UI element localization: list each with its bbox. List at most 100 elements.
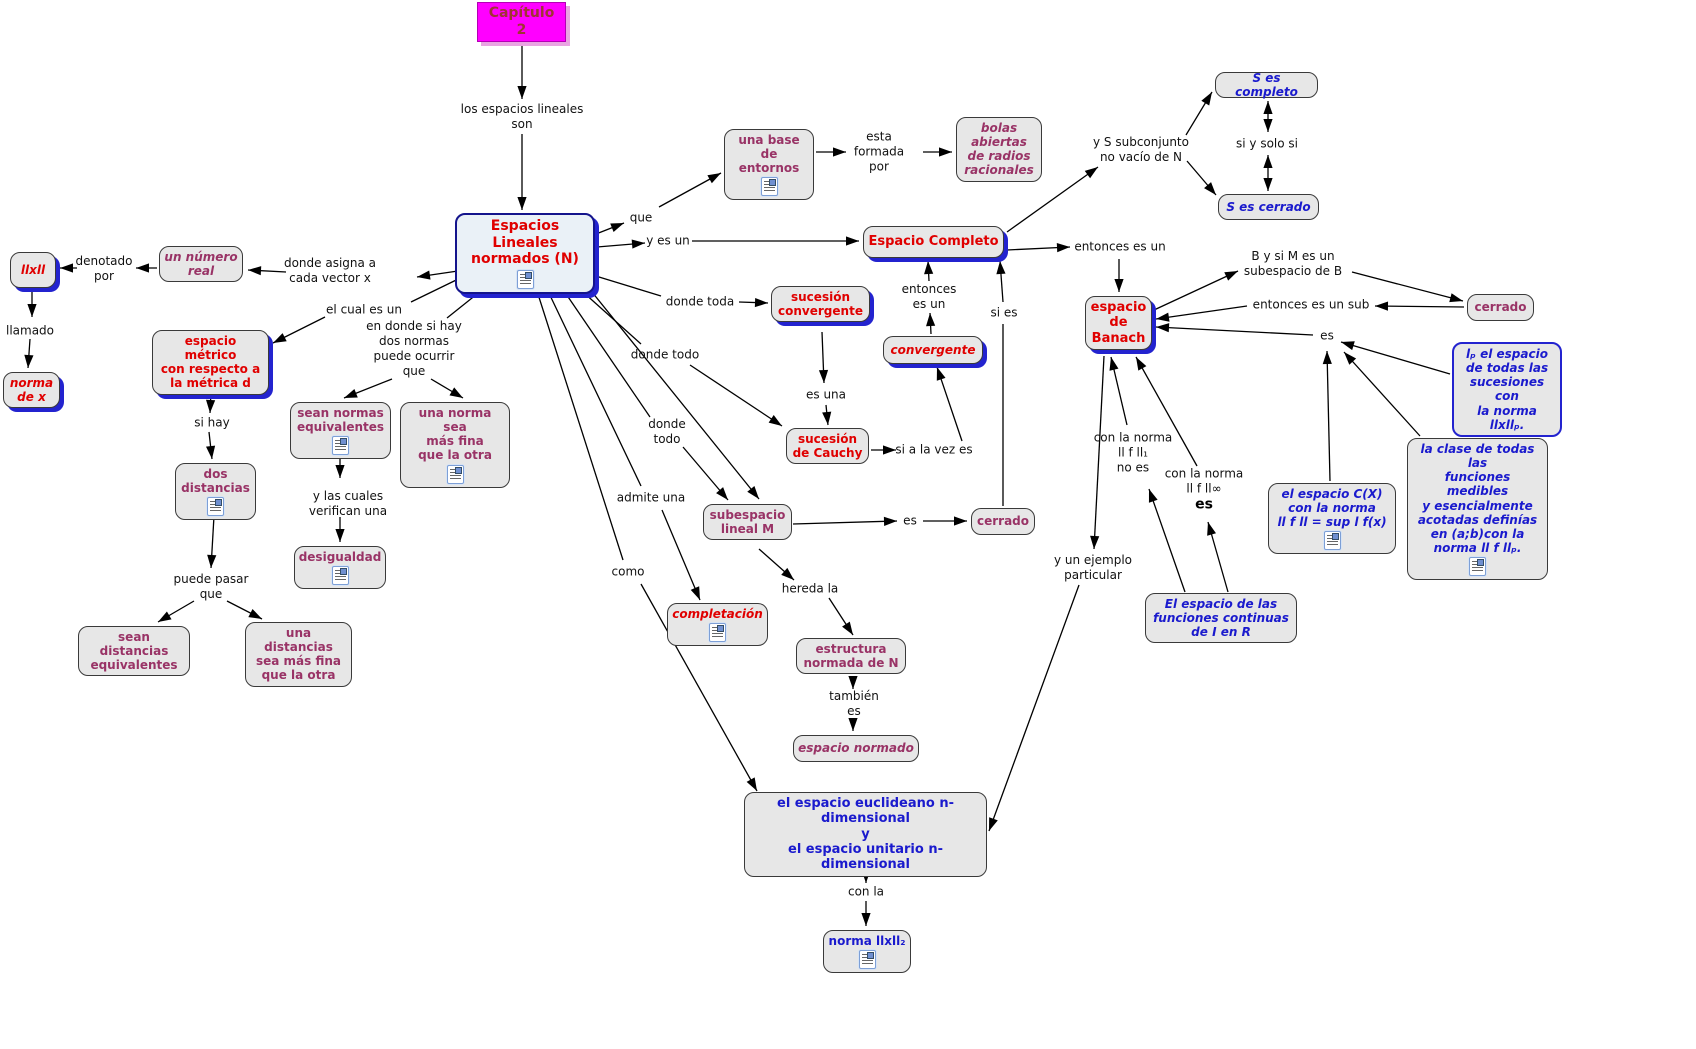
node-text: estructura normada de N [803, 642, 899, 671]
node-convergente[interactable]: convergente [883, 336, 983, 364]
node-una-norma-mas-fina[interactable]: una norma sea más fina que la otra [400, 402, 510, 488]
node-espacio-completo[interactable]: Espacio Completo [863, 226, 1004, 258]
link-label-y-un-ejemplo: y un ejemplo particular [1053, 553, 1133, 582]
node-norma-llxll2[interactable]: norma llxll₂ [823, 930, 911, 974]
node-bolas-abiertas[interactable]: bolas abiertas de radios racionales [956, 117, 1042, 182]
node-text: un número real [164, 250, 238, 279]
link-label-y-s-subconjunto: y S subconjunto no vacío de N [1093, 135, 1189, 164]
link-label-es-una: es una [805, 387, 847, 402]
node-text: cerrado [1474, 300, 1527, 315]
node-s-es-completo[interactable]: S es completo [1215, 70, 1318, 99]
node-una-base-de-entornos[interactable]: una base de entornos [724, 129, 814, 201]
resource-icon[interactable] [446, 464, 464, 484]
resource-icon[interactable] [1469, 557, 1486, 577]
node-text: una norma sea más fina que la otra [418, 406, 492, 463]
node-espacio-euclideano-unitario[interactable]: el espacio euclideano n-dimensional y el… [744, 792, 987, 877]
node-espacio-de-banach[interactable]: espacio de Banach [1085, 296, 1152, 350]
resource-icon[interactable] [331, 566, 349, 586]
node-completacion[interactable]: completación [667, 603, 768, 647]
node-norma-de-x[interactable]: norma de x [3, 372, 60, 409]
node-text: norma llxll₂ [828, 934, 906, 948]
node-text: norma de x [9, 376, 54, 405]
node-llxll[interactable]: llxll [10, 252, 56, 288]
link-label-esta-formada-por: esta formada por [853, 129, 905, 174]
node-text: espacio de Banach [1090, 300, 1147, 346]
node-subespacio-lineal-m[interactable]: subespacio lineal M [703, 504, 792, 541]
node-text: subespacio lineal M [709, 508, 786, 537]
node-text: bolas abiertas de radios racionales [964, 121, 1034, 178]
node-lp-espacio-sucesiones[interactable]: lₚ el espacio de todas las sucesiones co… [1452, 342, 1562, 437]
link-label-con-la-norma-inf: con la norma ll f ll∞ es [1165, 451, 1244, 529]
link-label-donde-todo-2: donde todo [648, 417, 686, 446]
node-espacio-cx[interactable]: el espacio C(X) con la norma ll f ll = s… [1268, 483, 1396, 555]
node-text: S es cerrado [1226, 199, 1311, 214]
node-text: Espacio Completo [868, 234, 999, 250]
node-text: dos distancias [181, 467, 250, 496]
link-label-donde-toda: donde toda [665, 294, 735, 309]
node-text: sean normas equivalentes [296, 406, 385, 435]
node-espacio-normado[interactable]: espacio normado [793, 735, 919, 762]
node-capitulo-2[interactable]: Capítulo 2 [477, 2, 566, 42]
link-label-entonces-es-un-1: entonces es un [901, 282, 957, 311]
node-sucesion-de-cauchy[interactable]: sucesión de Cauchy [786, 428, 869, 465]
link-label-b-y-si-m: B y si M es un subespacio de B [1243, 249, 1343, 278]
link-label-si-hay: si hay [194, 415, 230, 430]
node-desigualdad[interactable]: desigualdad [294, 546, 386, 590]
node-text: una base de entornos [738, 133, 800, 176]
node-una-distancias-mas-fina[interactable]: una distancias sea más fina que la otra [245, 622, 352, 687]
node-s-es-cerrado[interactable]: S es cerrado [1218, 194, 1319, 220]
resource-icon[interactable] [207, 497, 224, 517]
resource-icon[interactable] [760, 177, 778, 197]
node-dos-distancias[interactable]: dos distancias [175, 463, 256, 521]
node-funciones-continuas[interactable]: El espacio de las funciones continuas de… [1145, 593, 1297, 644]
resource-icon[interactable] [709, 623, 726, 643]
node-sean-distancias-equivalentes[interactable]: sean distancias equivalentes [78, 626, 190, 677]
node-text: lₚ el espacio de todas las sucesiones co… [1465, 347, 1549, 432]
link-label-es-bold: es [1195, 496, 1213, 513]
resource-icon[interactable] [516, 269, 534, 289]
node-espacios-lineales-normados[interactable]: Espacios Lineales normados (N) [455, 213, 595, 294]
link-label-los-espacios-lineales-son: los espacios lineales son [460, 102, 584, 131]
link-label-si-y-solo-si: si y solo si [1236, 136, 1298, 151]
node-text: S es completo [1235, 70, 1298, 99]
node-cerrado-derecha[interactable]: cerrado [1467, 294, 1534, 321]
link-label-con-la-norma-1: con la norma ll f ll₁ no es [1093, 430, 1173, 475]
node-text: Capítulo 2 [488, 5, 555, 38]
node-text: sean distancias equivalentes [90, 630, 178, 673]
link-label-es-centro: es [903, 513, 917, 528]
link-label-entonces-es-un-2: entonces es un [1074, 239, 1166, 254]
node-espacio-metrico[interactable]: espacio métrico con respecto a la métric… [152, 330, 269, 395]
link-label-como: como [611, 564, 645, 579]
node-text: completación [672, 607, 763, 621]
node-cerrado-centro[interactable]: cerrado [971, 508, 1035, 535]
node-estructura-normada[interactable]: estructura normada de N [796, 638, 906, 675]
link-label-en-donde-si-hay: en donde si hay dos normas puede ocurrir… [366, 319, 462, 378]
node-sean-normas-equivalentes[interactable]: sean normas equivalentes [290, 402, 391, 460]
link-label-hereda-la: hereda la [781, 581, 839, 596]
link-label-el-cual-es-un: el cual es un [326, 302, 402, 317]
link-label-es-derecha: es [1320, 328, 1334, 343]
link-label-si-es: si es [990, 305, 1018, 320]
link-label-llamado: llamado [5, 323, 55, 338]
node-sucesion-convergente[interactable]: sucesión convergente [771, 286, 870, 323]
node-text: sucesión de Cauchy [792, 432, 863, 461]
node-text: El espacio de las funciones continuas de… [1153, 597, 1289, 640]
link-label-y-es-un: y es un [646, 233, 690, 248]
node-text: el espacio euclideano n-dimensional y el… [777, 796, 954, 873]
node-clase-funciones-medibles[interactable]: la clase de todas las funciones medibles… [1407, 438, 1548, 581]
resource-icon[interactable] [858, 950, 876, 970]
link-label-donde-todo-1: donde todo [630, 347, 700, 362]
link-label-entonces-es-un-sub: entonces es un sub [1252, 297, 1370, 312]
link-label-que: que [629, 210, 653, 225]
link-label-tambien-es: también es [829, 689, 879, 718]
node-text: la clase de todas las funciones medibles… [1417, 442, 1538, 556]
node-text: una distancias sea más fina que la otra [255, 626, 341, 683]
link-label-donde-asigna: donde asigna a cada vector x [283, 256, 377, 285]
node-un-numero-real[interactable]: un número real [159, 246, 243, 283]
node-text: el espacio C(X) con la norma ll f ll = s… [1277, 487, 1387, 530]
resource-icon[interactable] [1323, 531, 1341, 551]
resource-icon[interactable] [332, 436, 349, 456]
node-text: cerrado [976, 514, 1030, 529]
